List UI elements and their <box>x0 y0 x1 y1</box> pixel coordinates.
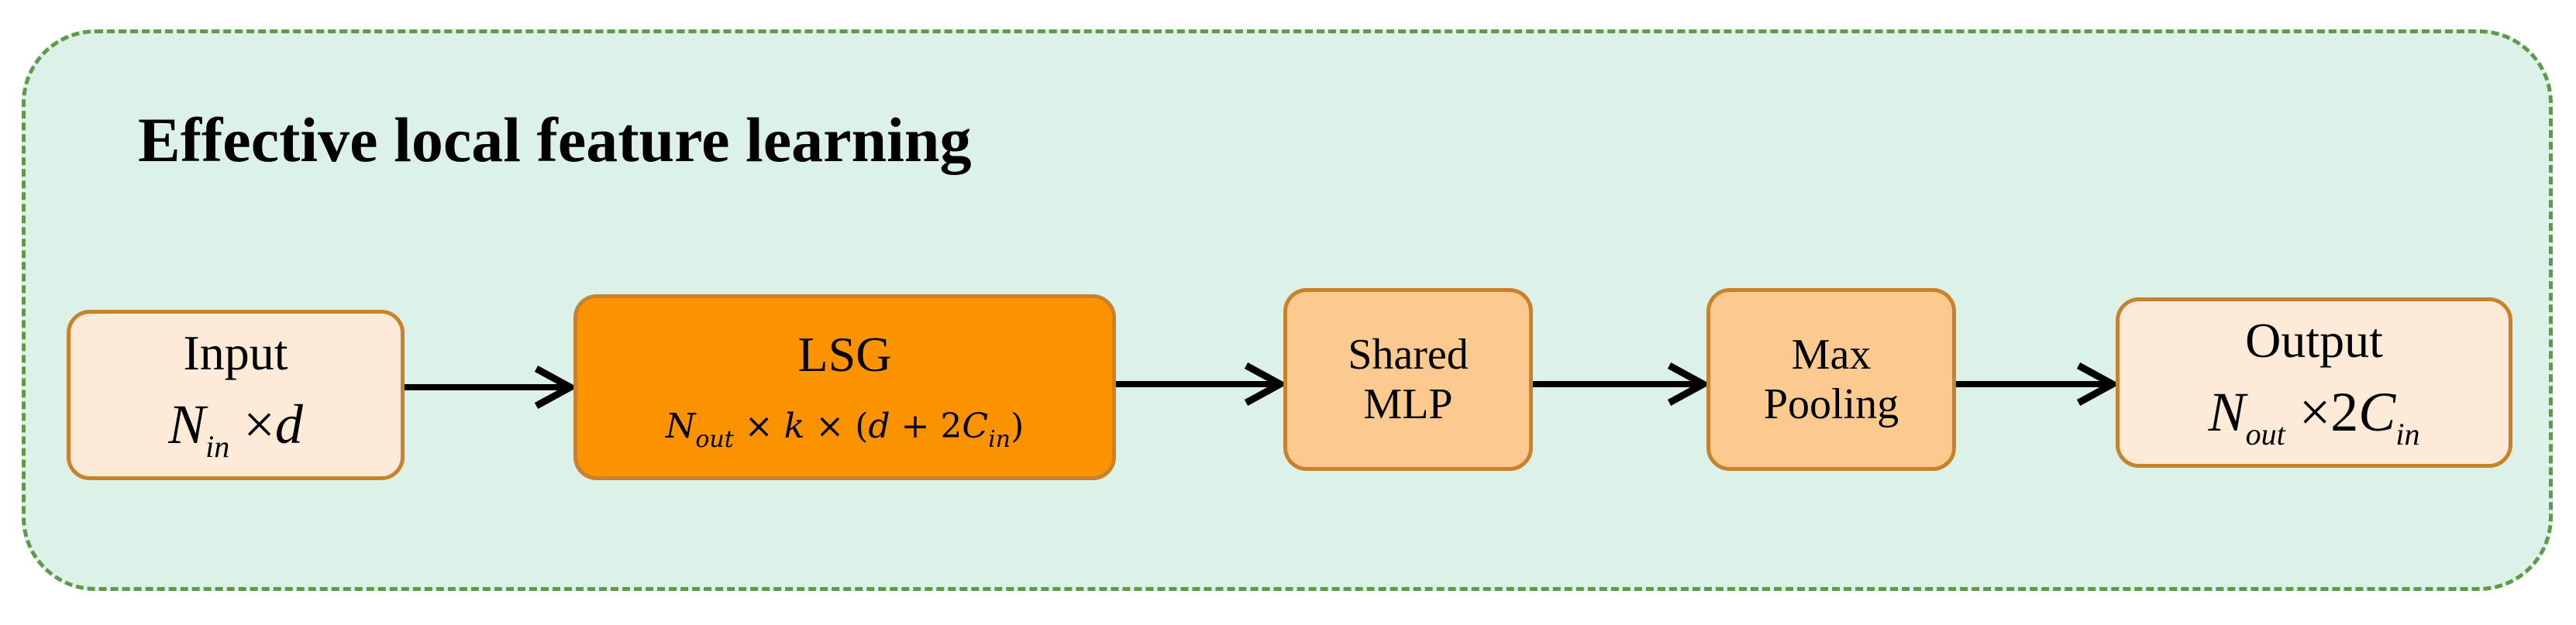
max-pooling-node: Max Pooling <box>1706 288 1956 471</box>
shared-mlp-node: Shared MLP <box>1283 288 1533 471</box>
lsg-label: LSG <box>797 327 892 382</box>
output-node: Output Nout ×2Cin <box>2116 297 2512 468</box>
output-shape-formula: Nout ×2Cin <box>2208 381 2420 452</box>
input-shape-formula: Nin ×d <box>168 393 303 465</box>
arrow-mlp-to-pool <box>1533 362 1711 406</box>
shared-mlp-label-line2: MLP <box>1363 380 1453 428</box>
max-pooling-label-line1: Max <box>1791 330 1872 379</box>
arrow-pool-to-output <box>1956 362 2120 406</box>
output-label: Output <box>2245 312 2383 368</box>
input-label: Input <box>183 325 288 380</box>
lsg-node: LSG Nout × k × (d + 2Cin) <box>573 294 1116 480</box>
max-pooling-label-line2: Pooling <box>1763 380 1899 428</box>
diagram-title: Effective local feature learning <box>138 105 972 175</box>
arrow-lsg-to-mlp <box>1116 362 1288 406</box>
arrow-input-to-lsg <box>405 366 578 409</box>
input-node: Input Nin ×d <box>67 310 405 480</box>
shared-mlp-label-line1: Shared <box>1348 330 1469 379</box>
lsg-shape-formula: Nout × k × (d + 2Cin) <box>665 407 1025 454</box>
